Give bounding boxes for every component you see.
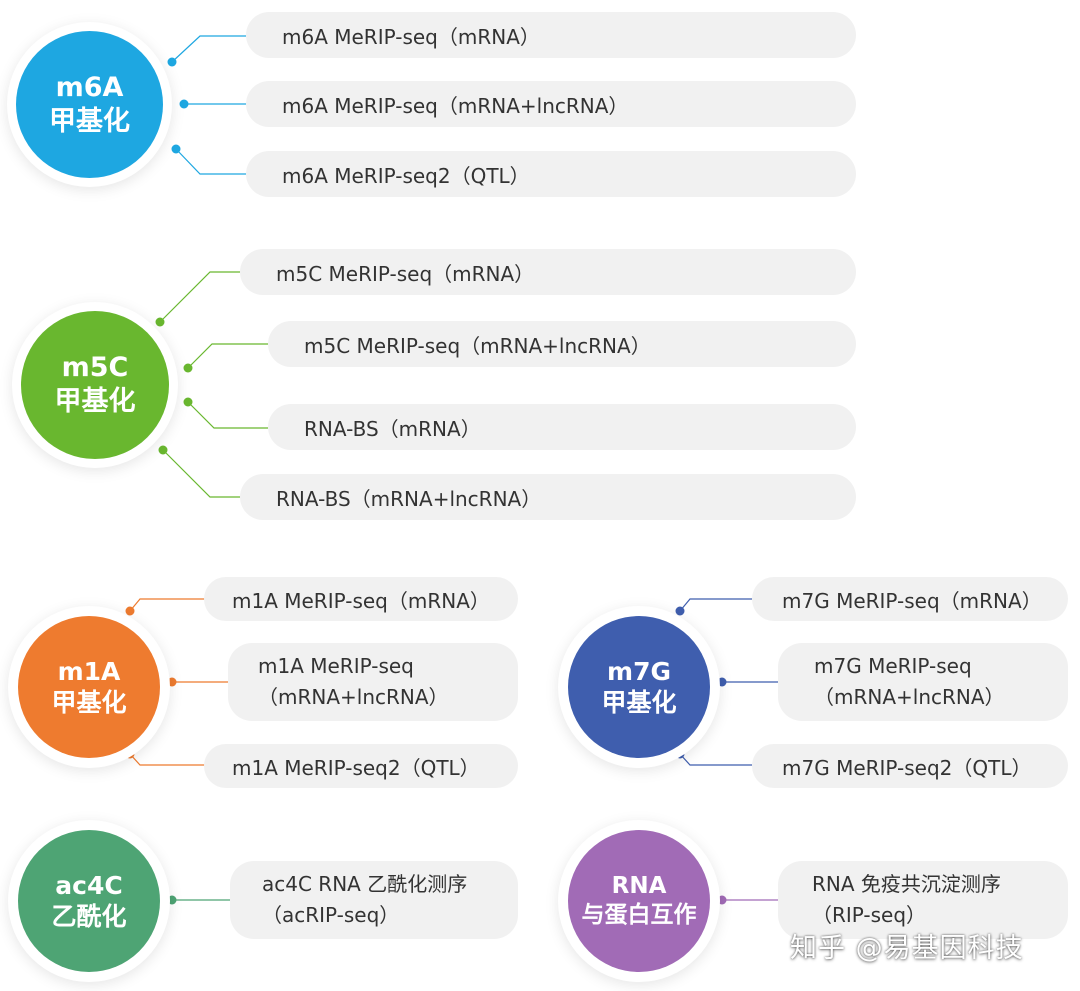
- m7g-connector-dot: [675, 606, 685, 616]
- watermark: 知乎 @易基因科技: [790, 933, 1024, 964]
- m6a-label-line2: 甲基化: [49, 105, 130, 137]
- m5c-connector-dot: [155, 317, 165, 327]
- m1a-item-3-label: m1A MeRIP-seq2（QTL）: [232, 755, 480, 780]
- m1a-label-line1: m1A: [57, 656, 121, 686]
- rna-label-line1: RNA: [611, 873, 667, 900]
- m7g-item-1[interactable]: m7G MeRIP-seq（mRNA）: [752, 577, 1068, 621]
- m6a-item-3-label: m6A MeRIP-seq2（QTL）: [282, 163, 530, 188]
- m1a-item-1[interactable]: m1A MeRIP-seq（mRNA）: [204, 577, 518, 621]
- m6a-connector-dot: [171, 144, 181, 154]
- m5c-item-1-label: m5C MeRIP-seq（mRNA）: [276, 261, 535, 286]
- rna-item-1[interactable]: RNA 免疫共沉淀测序 （RIP-seq）: [778, 861, 1068, 939]
- m1a-item-3[interactable]: m1A MeRIP-seq2（QTL）: [204, 744, 518, 788]
- m1a-item-2[interactable]: m1A MeRIP-seq （mRNA+lncRNA）: [228, 643, 518, 721]
- m5c-item-2[interactable]: m5C MeRIP-seq（mRNA+lncRNA）: [268, 321, 856, 367]
- m1a-item-2-label-line2: （mRNA+lncRNA）: [258, 685, 449, 709]
- m1a-connectors: [129, 598, 228, 766]
- m7g-label-line2: 甲基化: [601, 688, 677, 717]
- m7g-circle: m7G 甲基化: [568, 616, 710, 758]
- m5c-item-4-label: RNA-BS（mRNA+lncRNA）: [276, 486, 542, 511]
- m6a-connector-dot: [179, 99, 189, 109]
- m1a-item-2-label-line1: m1A MeRIP-seq: [258, 654, 414, 678]
- ac4c-item-1[interactable]: ac4C RNA 乙酰化测序 （acRIP-seq）: [230, 861, 518, 939]
- rna-item-1-label-line2: （RIP-seq）: [812, 903, 927, 927]
- rna-item-1-label-line1: RNA 免疫共沉淀测序: [812, 872, 1001, 896]
- m5c-item-2-label: m5C MeRIP-seq（mRNA+lncRNA）: [304, 333, 651, 358]
- ac4c-item-1-label-line2: （acRIP-seq）: [262, 903, 400, 927]
- m6a-connector-dot: [167, 57, 177, 67]
- m1a-circle: m1A 甲基化: [18, 616, 160, 758]
- m5c-label-line2: 甲基化: [54, 386, 136, 417]
- m6a-item-2-label: m6A MeRIP-seq（mRNA+lncRNA）: [282, 93, 629, 118]
- ac4c-circle: ac4C 乙酰化: [18, 830, 160, 972]
- m6a-item-2[interactable]: m6A MeRIP-seq（mRNA+lncRNA）: [246, 81, 856, 127]
- m6a-label-line1: m6A: [55, 71, 124, 103]
- rna-circle: RNA 与蛋白互作: [568, 830, 710, 972]
- rna-label-line2: 与蛋白互作: [581, 902, 697, 928]
- ac4c-item-1-label-line1: ac4C RNA 乙酰化测序: [262, 872, 468, 896]
- ac4c-label-line1: ac4C: [55, 870, 123, 900]
- m1a-label-line2: 甲基化: [51, 688, 127, 717]
- m7g-item-3[interactable]: m7G MeRIP-seq2（QTL）: [752, 744, 1068, 788]
- m5c-circle: m5C 甲基化: [21, 311, 169, 459]
- m5c-connectors: [159, 271, 268, 498]
- m6a-item-1[interactable]: m6A MeRIP-seq（mRNA）: [246, 12, 856, 58]
- m7g-item-2-label-line2: （mRNA+lncRNA）: [814, 685, 1005, 709]
- m6a-circle: m6A 甲基化: [16, 31, 163, 178]
- m7g-label-line1: m7G: [607, 656, 671, 686]
- m7g-connectors: [679, 598, 778, 766]
- m5c-item-3[interactable]: RNA-BS（mRNA）: [268, 404, 856, 450]
- m5c-item-3-label: RNA-BS（mRNA）: [304, 416, 481, 441]
- m5c-connector-dot: [183, 397, 193, 407]
- m7g-item-1-label: m7G MeRIP-seq（mRNA）: [782, 588, 1042, 613]
- m1a-item-1-label: m1A MeRIP-seq（mRNA）: [232, 588, 490, 613]
- m5c-label-line1: m5C: [61, 352, 129, 384]
- m7g-item-3-label: m7G MeRIP-seq2（QTL）: [782, 755, 1032, 780]
- m5c-connector-dot: [183, 363, 193, 373]
- m7g-item-2-label-line1: m7G MeRIP-seq: [814, 654, 972, 678]
- m1a-connector-dot: [125, 606, 135, 616]
- m5c-item-4[interactable]: RNA-BS（mRNA+lncRNA）: [240, 474, 856, 520]
- m6a-item-1-label: m6A MeRIP-seq（mRNA）: [282, 24, 540, 49]
- m7g-item-2[interactable]: m7G MeRIP-seq （mRNA+lncRNA）: [778, 643, 1068, 721]
- ac4c-label-line2: 乙酰化: [51, 902, 127, 931]
- m5c-connector-dot: [158, 445, 168, 455]
- m5c-item-1[interactable]: m5C MeRIP-seq（mRNA）: [240, 249, 856, 295]
- m6a-connectors: [171, 35, 246, 175]
- m6a-item-3[interactable]: m6A MeRIP-seq2（QTL）: [246, 151, 856, 197]
